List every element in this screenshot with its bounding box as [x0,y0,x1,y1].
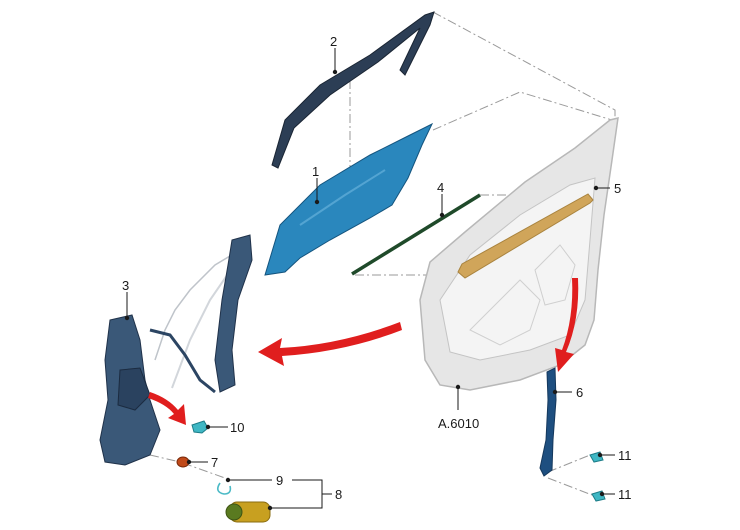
svg-text:9: 9 [276,473,283,488]
belt-seal-strip [351,193,481,276]
callout-a6010: A.6010 [438,384,479,431]
callout-3: 3 [122,278,129,321]
svg-text:6: 6 [576,385,583,400]
callout-10: 10 [205,420,244,435]
callout-6: 6 [552,385,583,400]
belt-moulding [457,193,594,279]
svg-text:11: 11 [618,487,632,502]
door-shell [419,117,619,391]
svg-text:10: 10 [230,420,244,435]
callout-2: 2 [330,34,337,75]
svg-text:3: 3 [122,278,129,293]
glass-run-channel [271,11,435,169]
svg-text:7: 7 [211,455,218,470]
hardware-spring-clip-9 [216,482,232,495]
callout-1: 1 [312,164,319,205]
callout-4: 4 [437,180,444,218]
regulator-motor-8 [225,501,271,523]
door-glass [264,122,434,276]
svg-text:A.6010: A.6010 [438,416,479,431]
svg-text:11: 11 [618,448,632,463]
svg-text:5: 5 [614,181,621,196]
window-regulator [99,234,253,466]
svg-text:2: 2 [330,34,337,49]
callout-11-upper: 11 [597,448,632,463]
hardware-clip-10 [191,420,209,434]
svg-text:1: 1 [312,164,319,179]
svg-text:4: 4 [437,180,444,195]
callout-11-lower: 11 [599,487,632,502]
callout-7: 7 [186,455,218,470]
motion-arrows [148,278,579,425]
callout-9: 9 [225,473,283,488]
callout-5: 5 [593,181,621,196]
svg-text:8: 8 [335,487,342,502]
rear-guide-rail [539,367,557,477]
callout-8: 8 [267,479,342,511]
